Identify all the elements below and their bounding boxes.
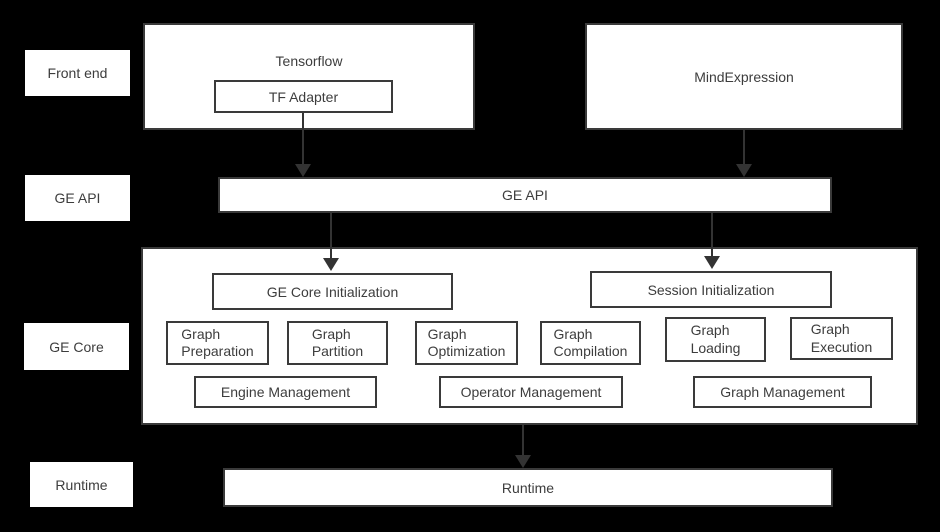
ge-api-bar: GE API: [218, 177, 832, 213]
arrow-ge-core-to-runtime: [515, 425, 531, 468]
graph-loading-box: Graph Loading: [665, 317, 766, 362]
tf-adapter-box: TF Adapter: [214, 80, 393, 113]
graph-optimization-box: Graph Optimization: [415, 321, 518, 365]
operator-management-box: Operator Management: [439, 376, 623, 408]
runtime-bar: Runtime: [223, 468, 833, 507]
tensorflow-label: Tensorflow: [275, 53, 343, 69]
tensorflow-box: Tensorflow TF Adapter: [143, 23, 475, 130]
row-label-ge-core: GE Core: [24, 323, 129, 370]
session-initialization-box: Session Initialization: [590, 271, 832, 308]
arrow-ge-api-to-ge-core-initialization: [323, 213, 339, 271]
graph-execution-box: Graph Execution: [790, 317, 893, 360]
graph-preparation-box: Graph Preparation: [166, 321, 269, 365]
arrow-ge-api-to-session-initialization: [704, 213, 720, 269]
graph-partition-box: Graph Partition: [287, 321, 388, 365]
row-label-ge-api: GE API: [25, 175, 130, 221]
ge-core-box: GE Core Initialization Session Initializ…: [141, 247, 918, 425]
row-label-runtime: Runtime: [30, 462, 133, 507]
row-label-front-end: Front end: [25, 50, 130, 96]
mindexpression-box: MindExpression: [585, 23, 903, 130]
ge-core-initialization-box: GE Core Initialization: [212, 273, 453, 310]
graph-management-box: Graph Management: [693, 376, 872, 408]
arrow-tf-adapter-to-ge-api: [295, 113, 311, 177]
graph-compilation-box: Graph Compilation: [540, 321, 641, 365]
engine-management-box: Engine Management: [194, 376, 377, 408]
arrow-mindexpression-to-ge-api: [736, 130, 752, 177]
